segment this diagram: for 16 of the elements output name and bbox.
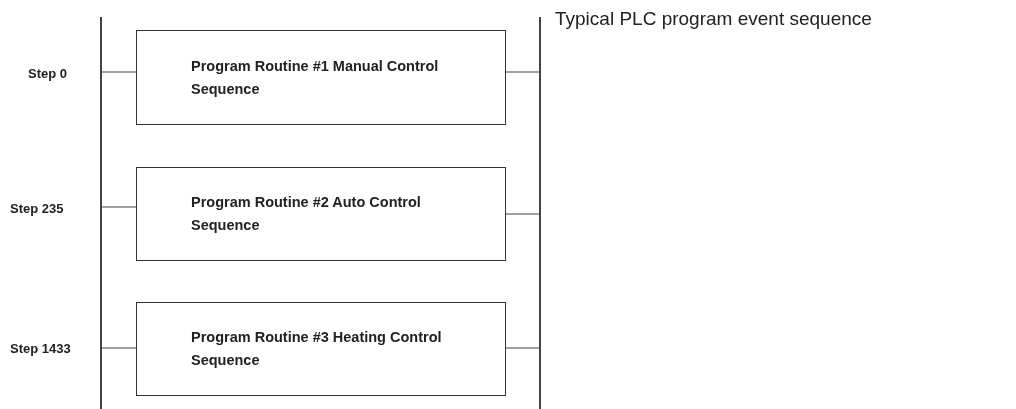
step-label: Step 1433: [10, 341, 71, 356]
rung-line: [505, 213, 540, 215]
routine-text: Program Routine #1 Manual Control Sequence: [191, 56, 440, 99]
rung-line: [101, 71, 137, 73]
routine-text: Program Routine #2 Auto Control Sequence: [191, 193, 422, 235]
rung-line: [101, 347, 137, 349]
rung-line: [101, 206, 137, 208]
rung-line: [505, 71, 540, 73]
step-label: Step 235: [10, 201, 64, 216]
rung-line: [505, 347, 540, 349]
step-label: Step 0: [28, 66, 67, 81]
routine-box: [136, 167, 506, 261]
routine-text: Program Routine #3 Heating Control Sequence: [191, 328, 443, 370]
diagram-title: Typical PLC program event sequence: [555, 8, 872, 30]
routine-box: [136, 30, 506, 125]
routine-box: [136, 302, 506, 396]
